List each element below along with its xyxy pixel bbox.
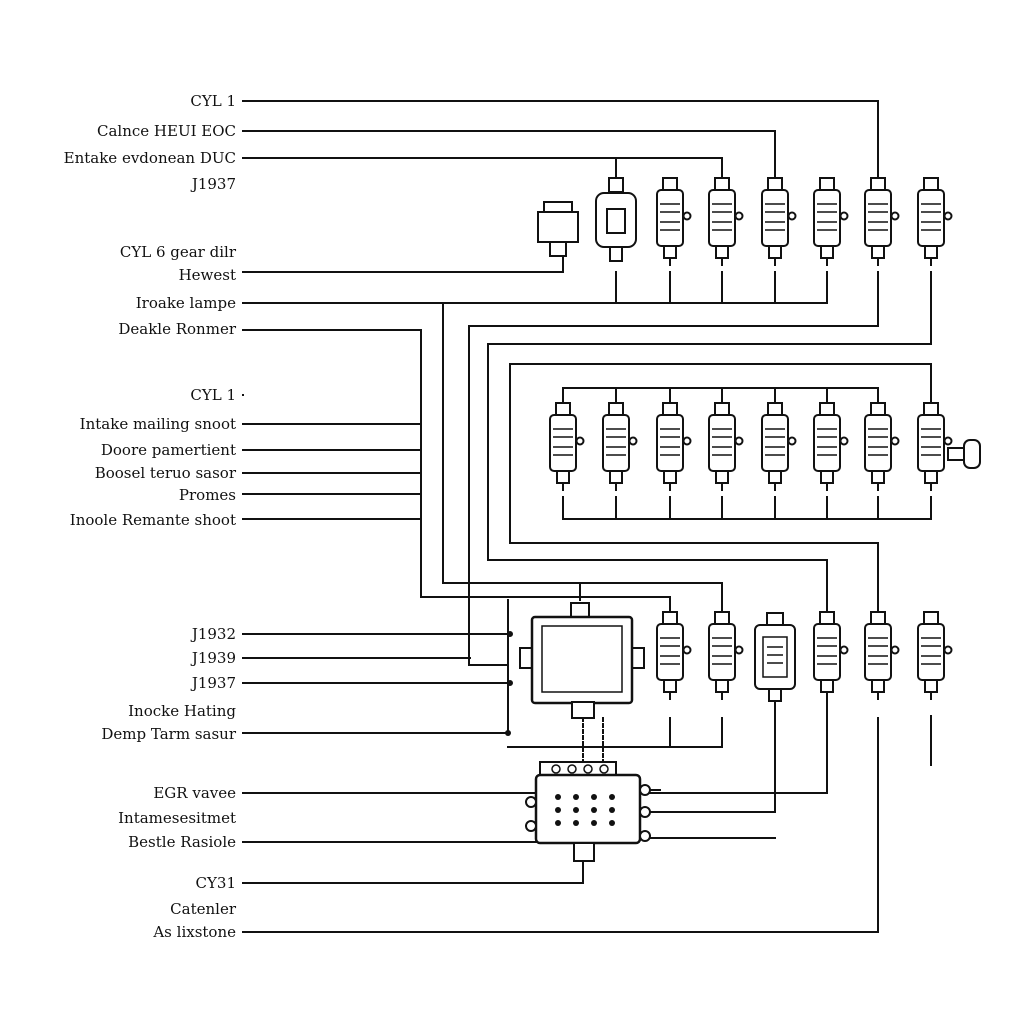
injector-mid-7: [864, 402, 900, 492]
injector-top-4: [761, 177, 797, 267]
label-deakle: Deakle Ronmer: [118, 320, 236, 338]
injector-top-2: [656, 177, 692, 267]
label-promes: Promes: [178, 486, 236, 504]
wire-iroake-drop: [442, 302, 723, 613]
middle-row-components: [549, 402, 981, 492]
label-cy31: CY31: [195, 874, 236, 892]
injector-bot-2: [708, 611, 744, 701]
wire-mid-top-bus: [562, 387, 879, 404]
label-cyl1-mid: CYL 1: [190, 386, 236, 404]
wire-as-lixstone: [242, 717, 879, 933]
injector-mid-5: [761, 402, 797, 492]
injector-mid-3: [656, 402, 692, 492]
injector-bot-4: [813, 611, 849, 701]
injector-top-7: [917, 177, 953, 267]
injector-bot-1: [656, 611, 692, 701]
wire-intamese: [639, 717, 828, 794]
junction-box: [525, 761, 651, 862]
wire-top-inj7: [468, 271, 879, 666]
label-cyl1-top: CYL 1: [190, 92, 236, 110]
wire-deakle: [242, 329, 671, 613]
label-hewest: Hewest: [178, 266, 236, 284]
injector-top-5: [813, 177, 849, 267]
label-egr: EGR vavee: [153, 784, 236, 802]
wire-entake: [242, 157, 723, 179]
injector-mid-2: [602, 402, 638, 492]
junction-dots: [505, 631, 513, 736]
label-inocke: Inocke Hating: [128, 702, 236, 720]
module-bot-3: [754, 612, 796, 702]
relay-top: [595, 177, 637, 262]
label-bestle: Bestle Rasiole: [128, 833, 236, 851]
label-entake: Entake evdonean DUC: [63, 149, 236, 167]
wire-demp: [242, 599, 723, 748]
wire-hewest: [242, 254, 564, 273]
sensor-module-top: [537, 201, 579, 257]
label-cyl6: CYL 6 gear dilr: [119, 243, 236, 261]
ecm-module: [519, 602, 645, 719]
top-row-components: [537, 177, 953, 267]
wire-calnce: [242, 130, 776, 179]
label-demp: Demp Tarm sasur: [101, 725, 236, 743]
label-j1939: J1939: [191, 649, 236, 667]
label-intake-mailing: Intake mailing snoot: [79, 415, 236, 433]
label-as-lixstone: As lixstone: [153, 923, 236, 941]
injector-bot-6: [917, 611, 953, 701]
wire-top-inj8: [487, 271, 932, 766]
wire-ecm-to-box: [582, 717, 604, 766]
injector-top-6: [864, 177, 900, 267]
label-calnce: Calnce HEUI EOC: [96, 122, 236, 140]
label-j1932: J1932: [191, 625, 236, 643]
wire-bestle: [242, 699, 776, 843]
wire-cy31: [242, 859, 584, 884]
wire-mid-left: [509, 363, 879, 613]
label-iroake: Iroake lampe: [135, 294, 236, 312]
wire-mid-labels: [242, 423, 422, 520]
label-doore: Doore pamertient: [100, 441, 236, 459]
label-inoole: Inoole Remante shoot: [69, 511, 236, 529]
label-j1937-bot: J1937: [191, 674, 236, 692]
label-intamese: Intamesesitmet: [118, 809, 236, 827]
wires: [242, 100, 932, 933]
label-boosel: Boosel teruo sasor: [94, 464, 236, 482]
label-catenler: Catenler: [170, 900, 236, 918]
bottom-row-components: [519, 602, 953, 862]
pressure-plug: [947, 439, 981, 469]
injector-mid-8: [917, 402, 953, 492]
injector-mid-4: [708, 402, 744, 492]
injector-top-3: [708, 177, 744, 267]
injector-mid-6: [813, 402, 849, 492]
wire-mid-bottom-bus: [562, 496, 932, 520]
wire-cyl1-top: [242, 100, 879, 179]
wire-mid-outer: [509, 363, 932, 404]
injector-bot-5: [864, 611, 900, 701]
wire-top-bus: [615, 271, 828, 304]
injector-mid-1: [549, 402, 585, 492]
label-j1937-top: J1937: [191, 175, 236, 193]
